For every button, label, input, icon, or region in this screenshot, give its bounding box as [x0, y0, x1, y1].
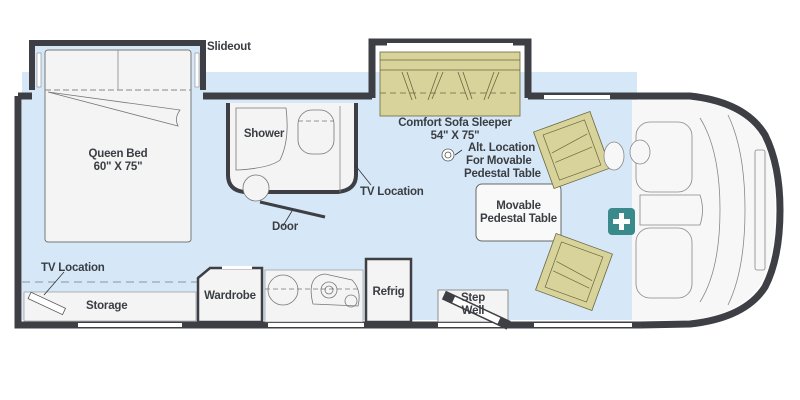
outer-wall-top — [14, 96, 640, 329]
bath-door — [259, 200, 326, 219]
door-label: Door — [272, 221, 299, 233]
step-well-label-2: Well — [461, 305, 485, 317]
alt-location-label-3: Pedestal Table — [464, 168, 541, 180]
shower — [235, 107, 288, 171]
slideout-label: Slideout — [207, 41, 251, 53]
entry-door — [441, 290, 511, 330]
medical-cross-icon — [608, 208, 635, 235]
refrigerator — [364, 257, 413, 324]
sofa-slideout-wall — [368, 38, 532, 98]
bed-slideout-wall — [29, 40, 206, 90]
pedestal-table-label-2: Pedestal Table — [480, 213, 557, 225]
storage-label: Storage — [86, 300, 128, 312]
wardrobe-label: Wardrobe — [204, 290, 256, 302]
sofa-size: 54" X 75" — [430, 130, 480, 142]
alt-location-label-1: Alt. Location — [468, 142, 536, 154]
step-well-label-1: Step — [460, 292, 486, 304]
refrig-label: Refrig — [372, 286, 405, 298]
recliner-bottom — [535, 233, 613, 311]
sink — [242, 174, 270, 202]
sofa-label: Comfort Sofa Sleeper — [398, 117, 512, 129]
pedestal-table — [475, 183, 562, 242]
queen-bed-size: 60" X 75" — [93, 161, 143, 173]
alt-location-label-2: For Movable — [466, 155, 532, 167]
pedestal-table-label-1: Movable — [496, 200, 541, 212]
tv-location-bed-label: TV Location — [41, 262, 105, 274]
sofa-sleeper — [379, 51, 521, 117]
tv-location-bath-label: TV Location — [360, 186, 424, 198]
shower-label: Shower — [243, 128, 285, 140]
cab-seats — [603, 114, 766, 306]
queen-bed-label: Queen Bed — [88, 148, 148, 160]
recliner-top — [533, 111, 611, 189]
toilet — [297, 109, 335, 155]
